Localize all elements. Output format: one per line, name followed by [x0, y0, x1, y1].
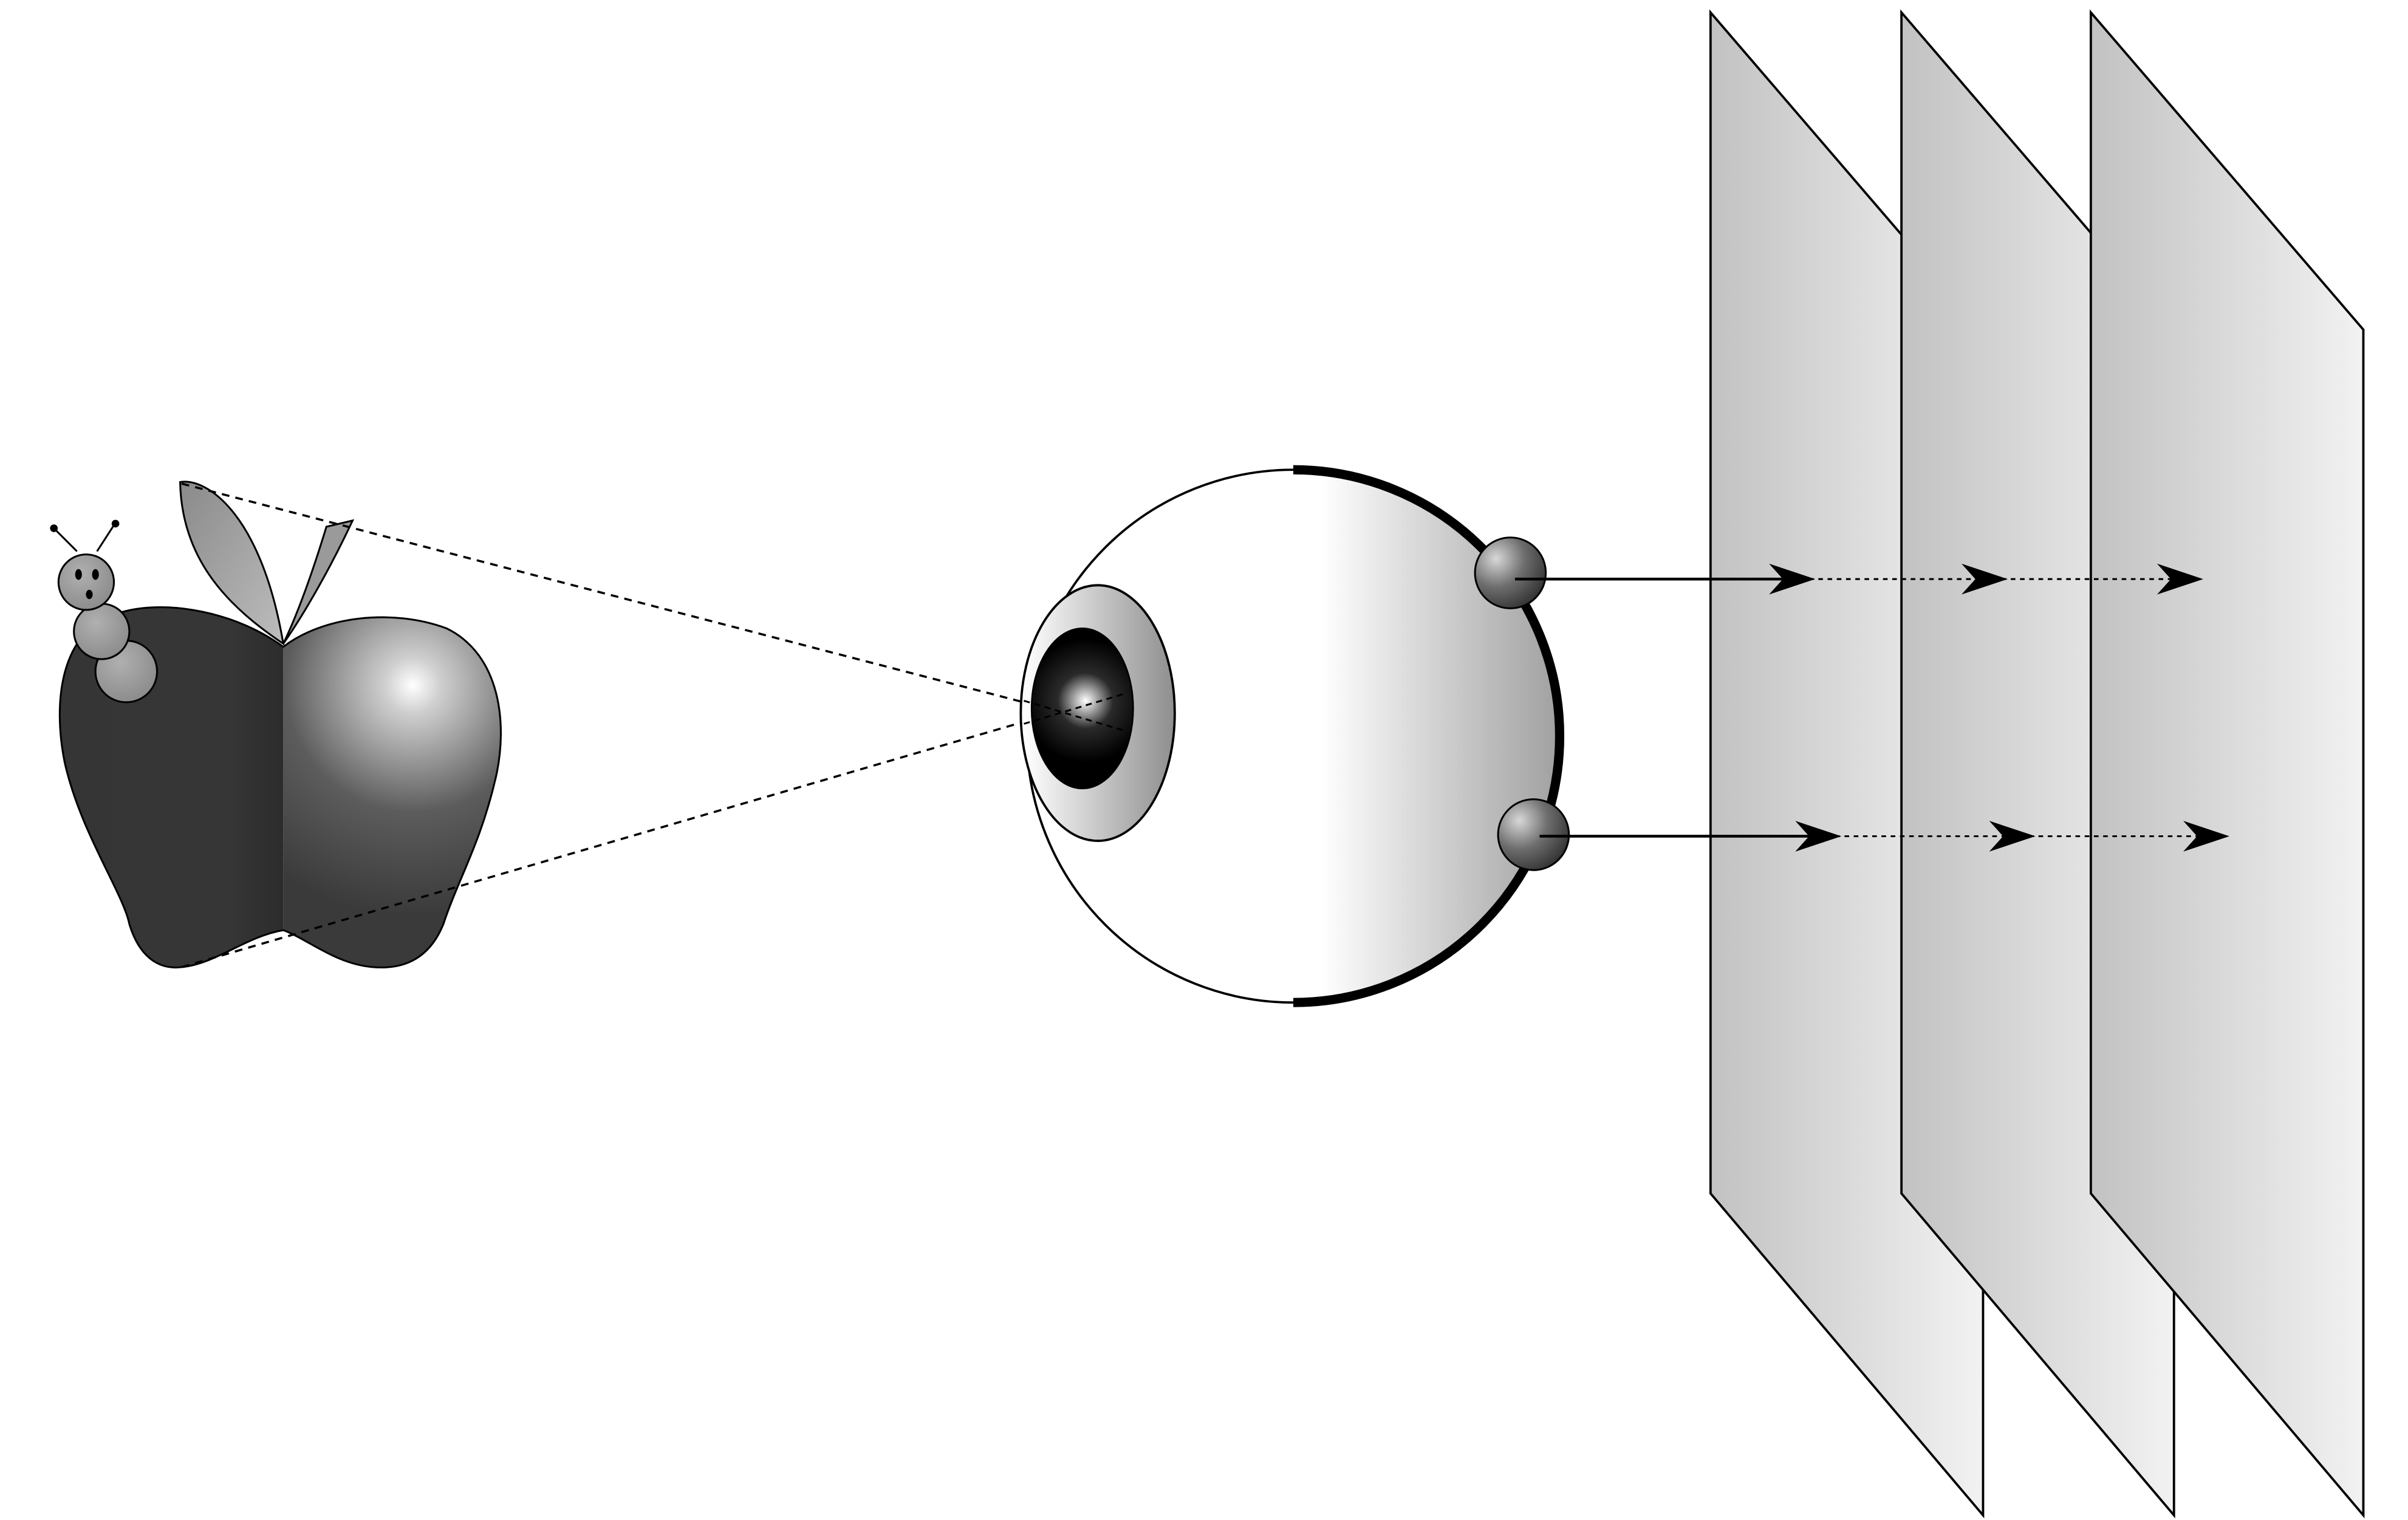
apple-left-half: [60, 607, 284, 968]
retina-receptor-icon: [1474, 536, 1547, 609]
ray-top: [181, 482, 1060, 713]
pupil: [1030, 628, 1134, 790]
apple-icon: [58, 481, 502, 969]
worm-head: [57, 553, 115, 611]
retina-receptor-icon: [1497, 798, 1570, 871]
signal-paths: [1514, 563, 2229, 852]
eye-icon: [1019, 465, 1564, 1007]
processing-layer-icon: [2089, 9, 2365, 1519]
worm-icon: [50, 519, 159, 704]
worm-segment: [73, 603, 131, 660]
ray-through-lens: [1024, 692, 1127, 733]
apple-right-half: [283, 617, 501, 968]
retina-arc: [1293, 465, 1564, 1007]
stem-icon: [282, 519, 355, 645]
retina-receptors: [1474, 536, 1570, 871]
apple-outline: [58, 606, 502, 969]
leaf-icon: [179, 481, 285, 646]
processing-layers: [1709, 9, 2365, 1519]
